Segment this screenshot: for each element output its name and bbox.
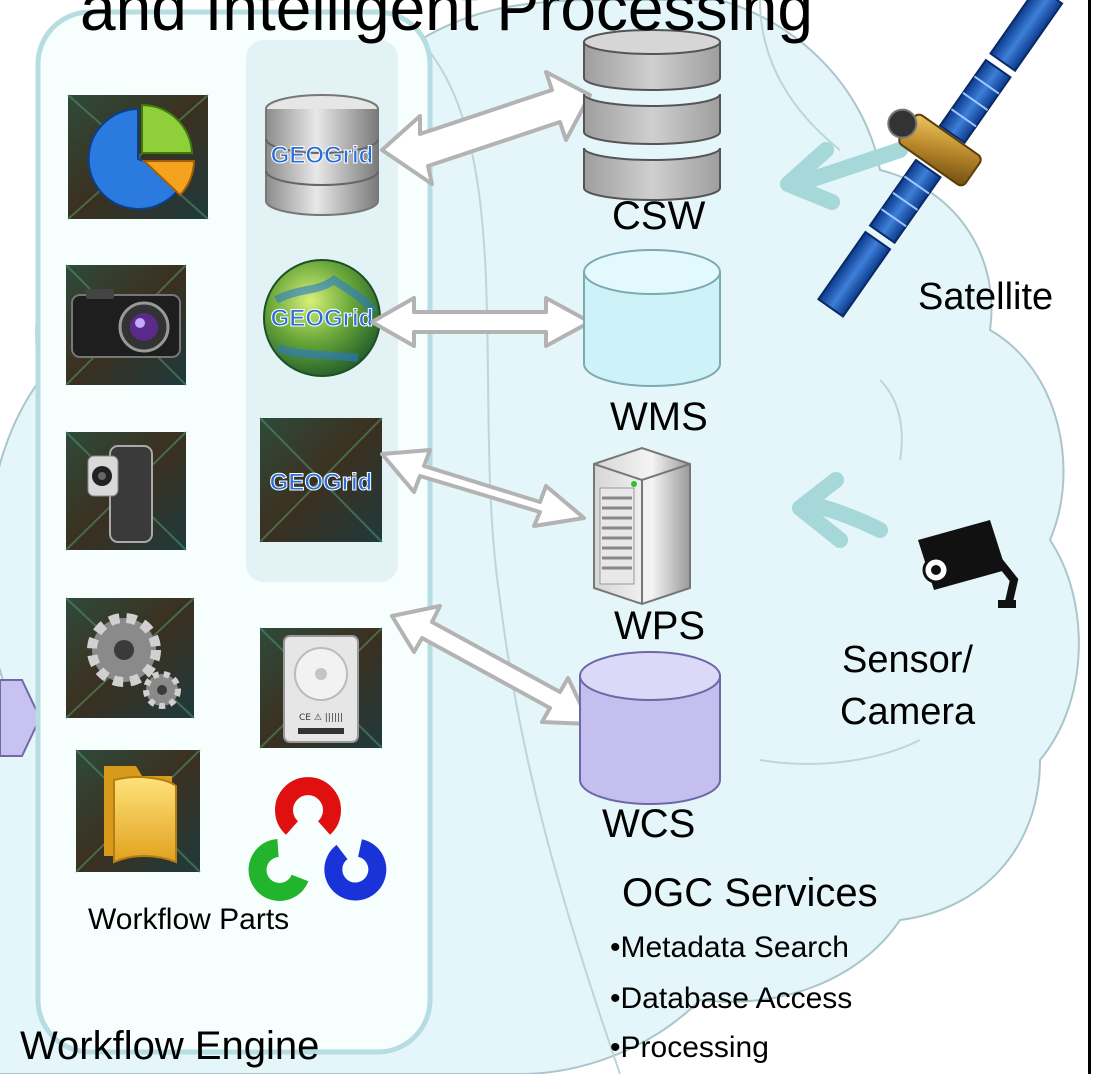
hard-drive-icon[interactable]: CE ⚠ ||||||	[259, 627, 383, 749]
page-title: and Intelligent Processing	[80, 0, 813, 44]
satellite-icon[interactable]	[781, 0, 1082, 330]
satellite-label: Satellite	[918, 276, 1054, 318]
geogrid-database-icon[interactable]: GEOGrid	[265, 94, 379, 216]
server-tower-icon[interactable]	[593, 446, 691, 606]
arrow-wps	[380, 448, 586, 528]
wps-label: WPS	[614, 604, 706, 648]
cylinder-icon[interactable]	[579, 651, 721, 805]
camcorder-icon[interactable]	[65, 431, 187, 551]
hdd-label-text: CE ⚠ ||||||	[299, 713, 343, 723]
ogc-bullet-processing: •Processing	[610, 1031, 769, 1064]
ogc-bullet-database-access: •Database Access	[610, 982, 853, 1015]
arrow-from-satellite	[802, 142, 908, 188]
sensor-label-line1: Sensor/	[842, 639, 973, 681]
csw-label: CSW	[612, 194, 706, 238]
wms-label: WMS	[610, 395, 708, 439]
wcs-label: WCS	[602, 802, 696, 846]
ogc-bullet-metadata-search: •Metadata Search	[610, 931, 849, 964]
left-partial-arrow	[0, 679, 42, 757]
ogc-services-title: OGC Services	[622, 871, 878, 915]
database-stack-icon[interactable]	[583, 29, 721, 201]
workflow-engine-label: Workflow Engine	[20, 1024, 320, 1068]
camera-icon[interactable]	[65, 264, 187, 386]
geogrid-map-icon[interactable]: GEOGrid	[259, 417, 383, 543]
geogrid-logo-text: GEOGrid	[270, 469, 373, 496]
arrow-from-sensor	[810, 498, 888, 538]
slide-right-border	[1088, 0, 1091, 1074]
security-camera-icon[interactable]	[918, 520, 1019, 608]
geogrid-globe-icon[interactable]: GEOGrid	[263, 259, 381, 377]
cylinder-icon[interactable]	[583, 249, 721, 387]
gears-icon[interactable]	[65, 597, 195, 719]
opencv-logo-icon[interactable]	[248, 777, 387, 901]
connection-arrows	[370, 70, 592, 726]
pie-chart-icon[interactable]	[67, 94, 209, 220]
folder-icon[interactable]	[75, 749, 201, 873]
sensor-label-line2: Camera	[840, 691, 976, 733]
arrow-csw	[380, 70, 592, 186]
workflow-parts-label: Workflow Parts	[88, 903, 290, 936]
input-arrows	[780, 142, 908, 548]
geogrid-logo-text: GEOGrid	[271, 142, 374, 169]
geogrid-logo-text: GEOGrid	[271, 305, 374, 332]
